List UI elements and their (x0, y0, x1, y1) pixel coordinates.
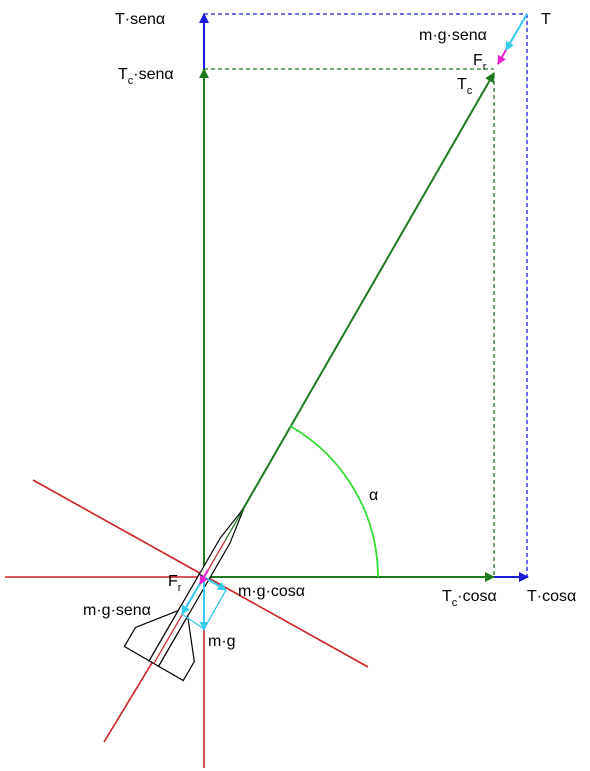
t-cos-label: T·cosα (527, 588, 576, 605)
fr-top-label: Fr (473, 52, 487, 73)
mg-sen-top-label: m·g·senα (419, 27, 487, 44)
alpha-arc (289, 425, 379, 578)
tc-resultant-arrow (203, 72, 495, 578)
mg-sen-top-arrow (505, 13, 528, 51)
fr-bottom-arrow (199, 569, 209, 585)
t-top-label: T (541, 11, 551, 28)
mg-sen-guide (203, 589, 227, 630)
fr-bottom-label: Fr (168, 573, 182, 594)
tc-top-label: Tc (457, 76, 473, 97)
t-sen-label: T·senα (115, 11, 165, 28)
mg-sen-bottom-label: m·g·senα (83, 602, 151, 619)
mg-cos-arrow (203, 576, 227, 591)
alpha-label: α (369, 487, 378, 504)
tc-sen-label: Tc·senα (118, 66, 174, 87)
mg-label: m·g (208, 633, 236, 650)
mg-cos-label: m·g·cosα (238, 583, 305, 600)
fr-top-arrow (497, 49, 507, 65)
tc-cos-label: Tc·cosα (442, 588, 497, 609)
